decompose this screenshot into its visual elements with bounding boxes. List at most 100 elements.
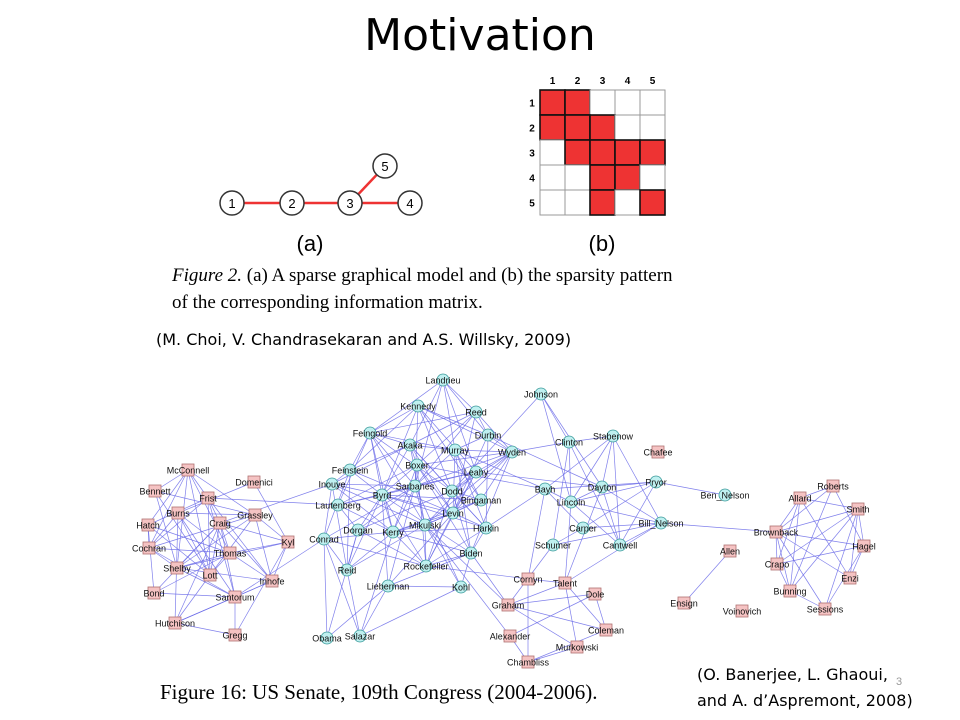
- senator-label: Schumer: [535, 541, 571, 551]
- network-edge: [346, 494, 383, 571]
- network-edge: [540, 393, 572, 503]
- republican-marker: [843, 571, 857, 585]
- network-edge: [775, 508, 859, 533]
- network-edge: [409, 444, 454, 514]
- network-edge: [392, 499, 482, 533]
- network-edge: [148, 514, 256, 549]
- subfigure-label-b: (b): [589, 231, 616, 256]
- senator-node: Bingaman: [461, 493, 501, 507]
- senator-label: Feinstein: [332, 466, 369, 476]
- senator-label: Voinovich: [723, 607, 762, 617]
- senator-label: Smith: [846, 505, 869, 515]
- network-edge: [176, 567, 236, 598]
- republican-marker: [588, 587, 602, 601]
- figure-2-caption-line2: of the corresponding information matrix.: [172, 292, 483, 313]
- network-edge: [454, 449, 546, 490]
- republican-marker: [201, 491, 215, 505]
- network-edge: [424, 524, 509, 606]
- senator-node: Schumer: [535, 538, 571, 552]
- republican-marker: [203, 568, 217, 582]
- graph-node-label: 5: [381, 159, 388, 174]
- senator-node: Johnson: [524, 387, 558, 401]
- network-edge: [485, 488, 546, 529]
- matrix-cell: [614, 164, 641, 191]
- network-edge: [154, 490, 178, 569]
- democrat-marker: [343, 463, 357, 477]
- matrix-col-label: 3: [600, 76, 606, 87]
- network-edge: [789, 508, 859, 592]
- network-edge: [470, 451, 513, 554]
- senator-label: Inouye: [318, 480, 345, 490]
- network-edge: [381, 444, 411, 496]
- democrat-marker: [410, 458, 424, 472]
- senator-label: Bunning: [773, 587, 806, 597]
- citation-banerjee-line2: and A. d’Aspremont, 2008): [697, 691, 913, 710]
- network-edge: [417, 405, 477, 473]
- network-edge: [346, 569, 361, 637]
- network-edge: [775, 531, 851, 579]
- matrix-cell: [539, 114, 566, 141]
- matrix-cell: [539, 89, 566, 116]
- democrat-marker: [538, 482, 552, 496]
- network-edge: [346, 524, 426, 571]
- network-edge: [451, 490, 472, 554]
- graph-node: [219, 190, 245, 216]
- senator-label: Carper: [569, 524, 597, 534]
- network-edge: [331, 444, 411, 485]
- democrat-marker: [606, 429, 620, 443]
- network-edge: [253, 481, 289, 543]
- democrat-marker: [408, 479, 422, 493]
- network-edge: [326, 585, 389, 639]
- senator-node: Kerry: [382, 525, 404, 539]
- senator-label: Allen: [720, 547, 740, 557]
- network-edge: [409, 379, 444, 446]
- network-edge: [683, 550, 731, 604]
- network-edge: [381, 494, 427, 567]
- network-edge: [564, 582, 607, 631]
- network-edge: [331, 483, 394, 533]
- network-edge: [369, 432, 394, 533]
- network-edge: [177, 512, 231, 554]
- democrat-marker: [353, 629, 367, 643]
- network-edge: [568, 435, 614, 443]
- network-edge: [570, 501, 662, 524]
- senator-node: Hutchison: [155, 616, 195, 630]
- senator-label: Reed: [465, 408, 487, 418]
- graph-node-label: 1: [228, 196, 235, 211]
- democrat-marker: [654, 516, 668, 530]
- senator-node: Durbin: [475, 428, 501, 442]
- network-edge: [564, 522, 662, 584]
- democrat-marker: [481, 428, 495, 442]
- network-edge: [451, 490, 487, 529]
- matrix-row-label: 1: [529, 99, 535, 110]
- senator-node: Salazar: [345, 629, 375, 643]
- senator-label: Murray: [441, 446, 470, 456]
- senator-node: Lieberman: [367, 579, 409, 593]
- network-edge: [416, 464, 472, 554]
- network-edge: [323, 538, 427, 567]
- senator-label: Clinton: [555, 438, 583, 448]
- matrix-cell: [589, 139, 616, 166]
- democrat-marker: [448, 443, 462, 457]
- network-edge: [487, 434, 603, 488]
- network-edge: [475, 411, 513, 453]
- matrix-cell: [639, 89, 666, 116]
- matrix-row-label: 4: [529, 174, 535, 185]
- network-edge: [799, 497, 859, 510]
- senator-node: Domenici: [235, 475, 273, 489]
- network-edge: [414, 485, 462, 588]
- network-edge: [454, 449, 482, 501]
- republican-marker: [793, 491, 807, 505]
- network-edge: [392, 531, 427, 567]
- democrat-marker: [613, 538, 627, 552]
- matrix-col-label: 2: [575, 76, 581, 87]
- network-edge: [601, 481, 657, 488]
- senator-node: Levin: [442, 506, 464, 520]
- network-edge: [174, 574, 211, 624]
- senator-node: Dodd: [441, 484, 463, 498]
- senator-node: Ben_Nelson: [700, 488, 750, 502]
- network-edge: [176, 552, 231, 569]
- network-edge: [454, 449, 487, 529]
